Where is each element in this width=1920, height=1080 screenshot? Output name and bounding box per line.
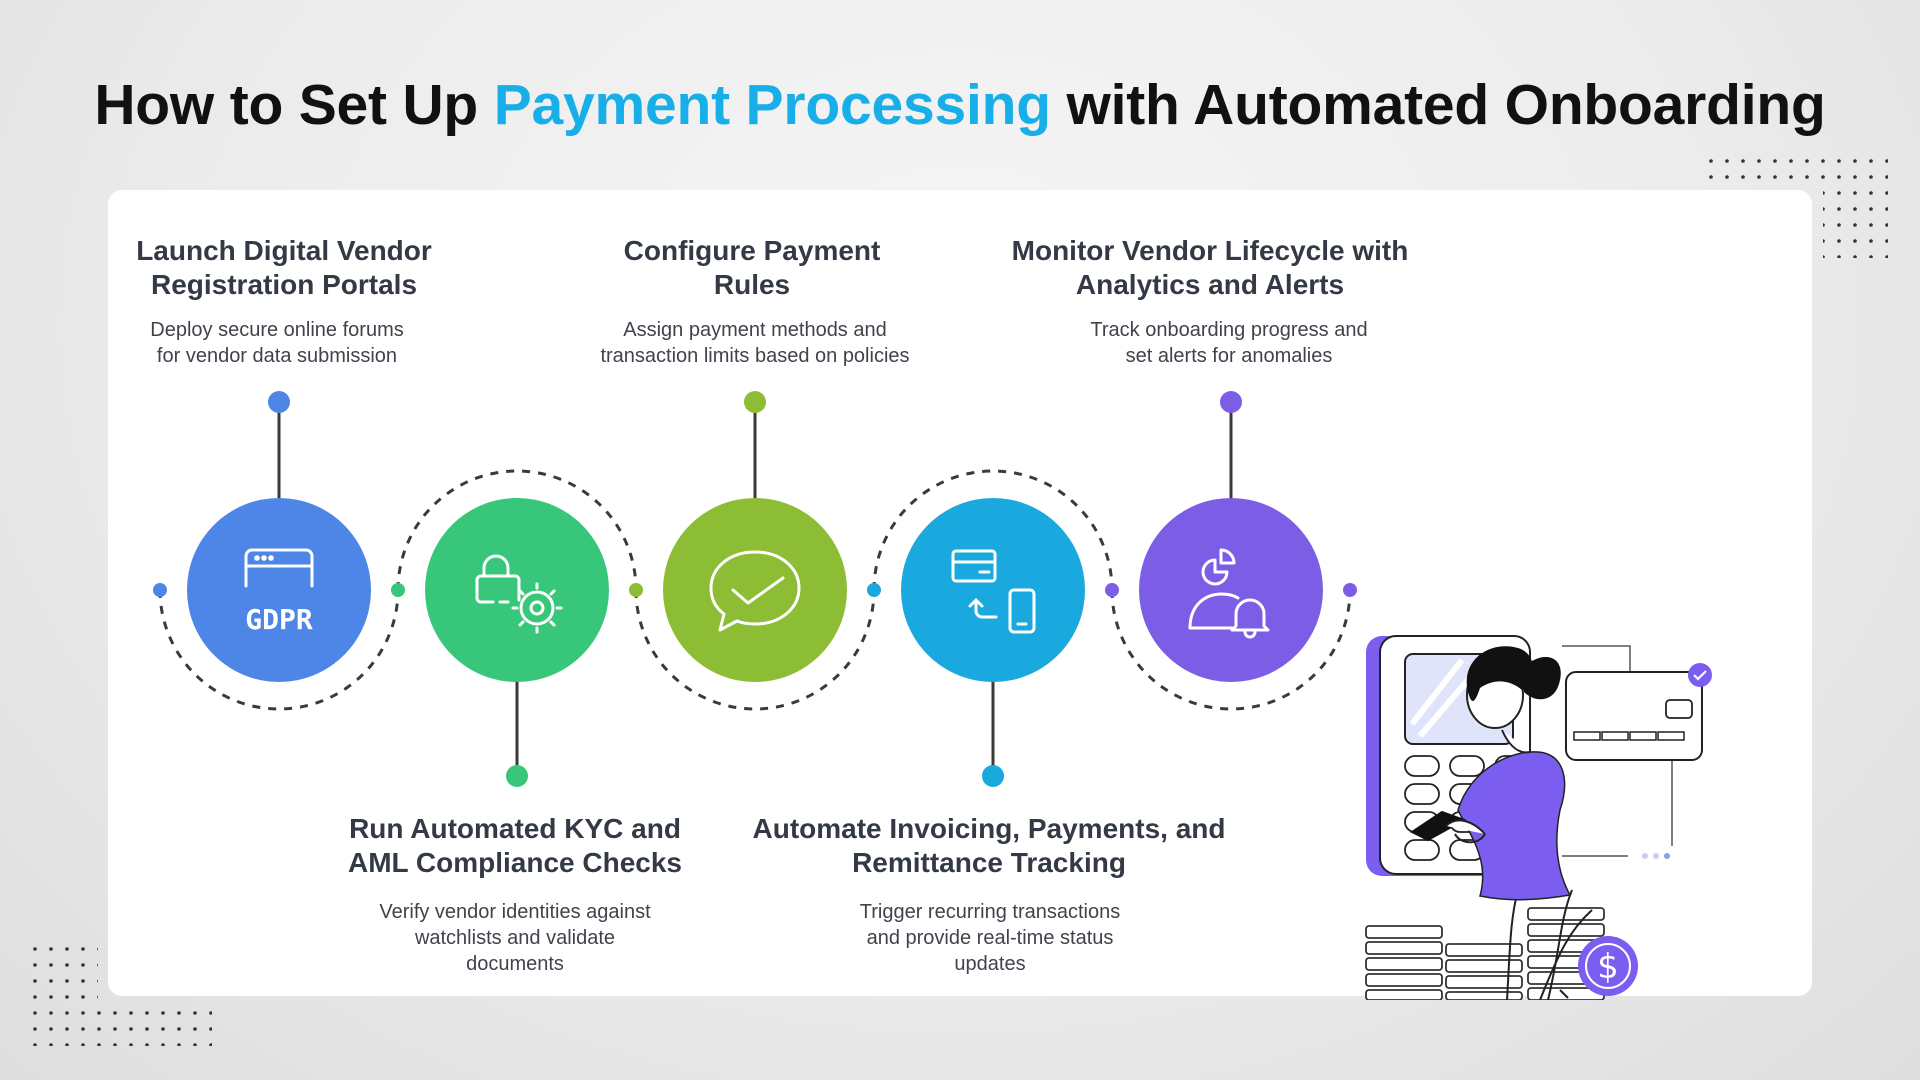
decorative-dots-bottom-left xyxy=(32,946,212,1046)
step-2-circle xyxy=(425,498,609,682)
step-4-circle xyxy=(901,498,1085,682)
arc-dot xyxy=(867,583,881,597)
title-highlight: Payment Processing xyxy=(493,73,1051,137)
chat-check-icon xyxy=(709,550,801,632)
arc-dot xyxy=(391,583,405,597)
credit-card-icon xyxy=(1565,663,1712,761)
dollar-symbol: $ xyxy=(1597,947,1619,987)
page-title: How to Set Up Payment Processing with Au… xyxy=(0,72,1920,138)
connector-dot-2 xyxy=(506,765,528,787)
dollar-coin-icon: $ xyxy=(1578,936,1638,996)
connector-dot-3 xyxy=(744,391,766,413)
card-to-phone-icon xyxy=(951,549,1036,634)
arc-dot xyxy=(153,583,167,597)
title-part-2: with Automated Onboarding xyxy=(1066,73,1826,137)
connector-dot-5 xyxy=(1220,391,1242,413)
arc-dot xyxy=(1105,583,1119,597)
woman-figure xyxy=(1410,646,1593,1000)
step-3-circle xyxy=(663,498,847,682)
gdpr-browser-icon: GDPR xyxy=(244,548,314,636)
coin-stacks-icon xyxy=(1365,907,1605,1000)
connector-dot-4 xyxy=(982,765,1004,787)
title-part-1: How to Set Up xyxy=(94,73,479,137)
arc-dot xyxy=(629,583,643,597)
gdpr-icon-text: GDPR xyxy=(245,603,313,636)
decorative-dots-top-right xyxy=(1708,158,1888,258)
woman-with-payment-terminal-illustration: $ xyxy=(1365,635,1712,1000)
arc-dot xyxy=(1343,583,1357,597)
step-5-circle xyxy=(1139,498,1323,682)
user-chart-bell-icon xyxy=(1188,548,1270,639)
connector-dot-1 xyxy=(268,391,290,413)
lock-gear-icon xyxy=(475,554,563,634)
step-1-circle xyxy=(187,498,371,682)
